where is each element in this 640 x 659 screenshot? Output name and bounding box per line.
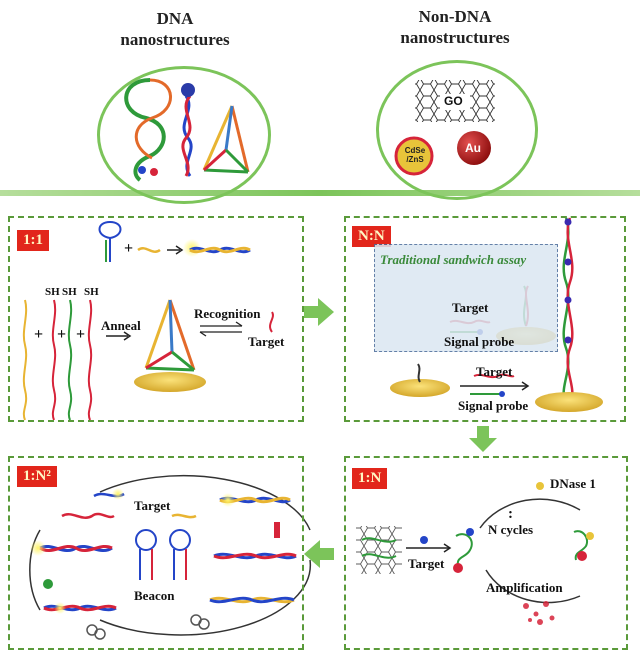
panel-one-to-one <box>8 216 304 422</box>
n-cycles-label: N cycles <box>488 522 534 537</box>
dna-nanostructures-title: DNA nanostructures <box>120 9 230 49</box>
plus-sign-4: + <box>76 326 86 343</box>
dna-circle <box>97 66 271 204</box>
target-label-p1n: Target <box>408 556 445 571</box>
sh-label-2: SH <box>62 286 77 298</box>
p1n-art <box>356 482 594 625</box>
target-label-p1n2: Target <box>134 498 171 513</box>
target-label-sandwich: Target <box>452 300 489 315</box>
panel-one-to-n-squared <box>8 456 304 650</box>
panel-n-to-n <box>344 216 626 422</box>
non-dna-nanostructures-title: Non-DNA nanostructures <box>400 7 510 47</box>
flow-arrows <box>304 298 497 568</box>
target-label-p11: Target <box>248 334 285 349</box>
anneal-label: Anneal <box>101 318 141 333</box>
sandwich-assay-label: Traditional sandwich assay <box>380 252 527 267</box>
signal-probe-label-sandwich: Signal probe <box>444 334 515 349</box>
quantum-dot-label: CdSe /ZnS <box>404 146 426 164</box>
plus-sign-3: + <box>57 326 67 343</box>
signal-probe-label-pnn: Signal probe <box>458 398 529 413</box>
target-label-pnn: Target <box>476 364 513 379</box>
tag-n-to-n: N:N <box>352 226 391 247</box>
non-dna-circle <box>376 60 538 200</box>
sh-label-1: SH <box>45 286 60 298</box>
dnase-label: DNase 1 <box>550 476 596 491</box>
section-divider <box>0 190 640 196</box>
plus-sign-1: + <box>124 240 134 257</box>
sandwich-assay-box <box>374 244 558 352</box>
go-label: GO <box>444 94 463 108</box>
p1n2-art <box>29 475 312 640</box>
recognition-label: Recognition <box>194 306 261 321</box>
tag-one-to-one: 1:1 <box>17 230 49 251</box>
cycles-colon: : <box>508 506 513 522</box>
sh-label-3: SH <box>84 286 99 298</box>
beacon-label: Beacon <box>134 588 175 603</box>
tag-one-to-n: 1:N <box>352 468 388 489</box>
au-label: Au <box>465 141 481 155</box>
panel-one-to-n <box>344 456 628 650</box>
amplification-label: Amplification <box>486 580 563 595</box>
plus-sign-2: + <box>34 326 44 343</box>
p11-art <box>22 220 274 421</box>
tag-one-to-n-squared: 1:N² <box>17 466 57 487</box>
